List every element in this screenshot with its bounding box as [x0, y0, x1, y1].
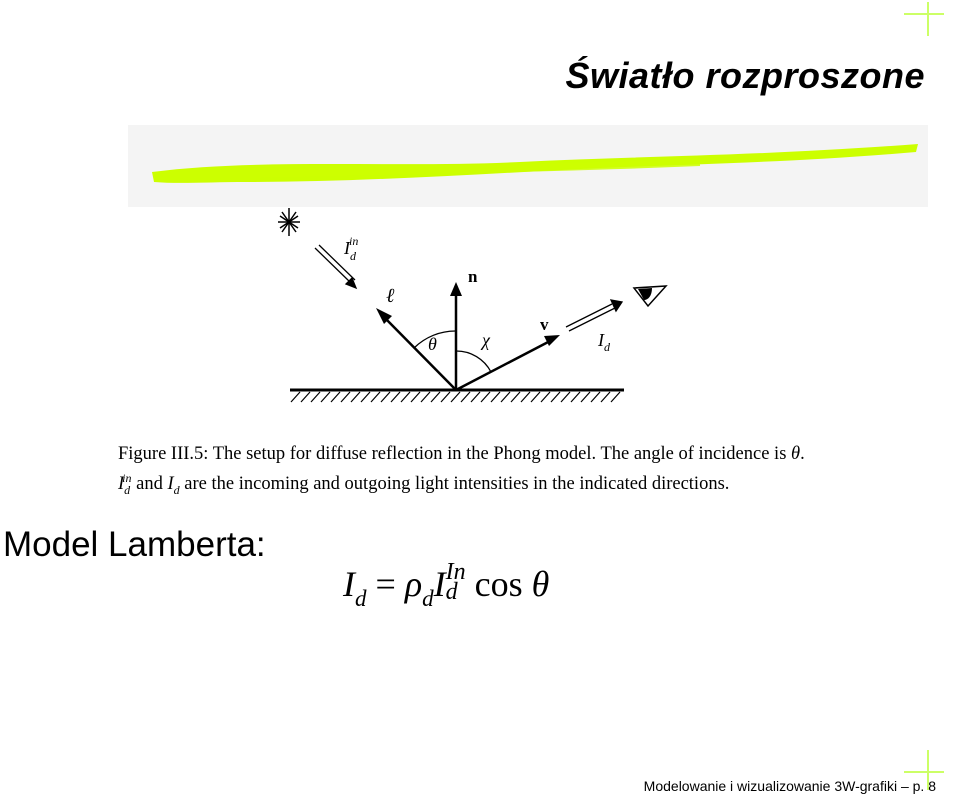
hatch-line — [390, 391, 401, 403]
hatch-line — [540, 391, 551, 403]
hatch-line — [380, 391, 391, 403]
hatch-line — [600, 391, 611, 403]
hatch-line — [370, 391, 381, 403]
normal-vector-arrow — [450, 282, 462, 390]
lambert-model-label: Model Lamberta: — [3, 525, 266, 564]
hatch-line — [580, 391, 591, 403]
hatch-line — [590, 391, 601, 403]
slide-footer: Modelowanie i wizualizowanie 3W-grafiki … — [643, 778, 936, 794]
surface-hatching — [290, 391, 621, 403]
outgoing-light-arrow — [565, 299, 624, 332]
theta-label: θ — [428, 334, 437, 354]
hatch-line — [400, 391, 411, 403]
corner-mark-bottom-right — [904, 750, 944, 790]
chi-label: χ — [480, 330, 491, 350]
chi-angle-arc — [455, 350, 492, 373]
hatch-line — [290, 391, 301, 403]
hatch-line — [320, 391, 331, 403]
incoming-light-arrow — [314, 244, 358, 290]
hatch-line — [500, 391, 511, 403]
light-vector-label: ℓ — [386, 285, 395, 307]
green-highlight-stroke — [152, 144, 918, 183]
hatch-line — [450, 391, 461, 403]
hatch-line — [360, 391, 371, 403]
view-vector-label: v — [540, 315, 549, 334]
eye-icon — [632, 285, 668, 308]
hatch-line — [530, 391, 541, 403]
hatch-line — [490, 391, 501, 403]
hatch-line — [460, 391, 471, 403]
hatch-line — [310, 391, 321, 403]
hatch-line — [610, 391, 621, 403]
figure-caption: Figure III.5: The setup for diffuse refl… — [118, 444, 805, 497]
hatch-line — [430, 391, 441, 403]
normal-label: n — [468, 267, 478, 286]
hatch-line — [510, 391, 521, 403]
hatch-line — [410, 391, 421, 403]
hatch-line — [470, 391, 481, 403]
view-vector-arrow — [455, 335, 560, 392]
outgoing-intensity-label: Id — [597, 330, 611, 354]
hatch-line — [300, 391, 311, 403]
hatch-line — [350, 391, 361, 403]
hatch-line — [480, 391, 491, 403]
incoming-intensity-label: Idin — [343, 234, 358, 263]
hatch-line — [520, 391, 531, 403]
hatch-line — [550, 391, 561, 403]
corner-mark-top-right — [904, 2, 944, 36]
light-vector-arrow — [376, 308, 457, 391]
hatch-line — [420, 391, 431, 403]
hatch-line — [340, 391, 351, 403]
hatch-line — [570, 391, 581, 403]
slide-title: Światło rozproszone — [565, 55, 925, 96]
hatch-line — [440, 391, 451, 403]
hatch-line — [330, 391, 341, 403]
light-source-icon — [278, 208, 300, 236]
hatch-line — [560, 391, 571, 403]
theta-angle-arc — [413, 330, 457, 349]
